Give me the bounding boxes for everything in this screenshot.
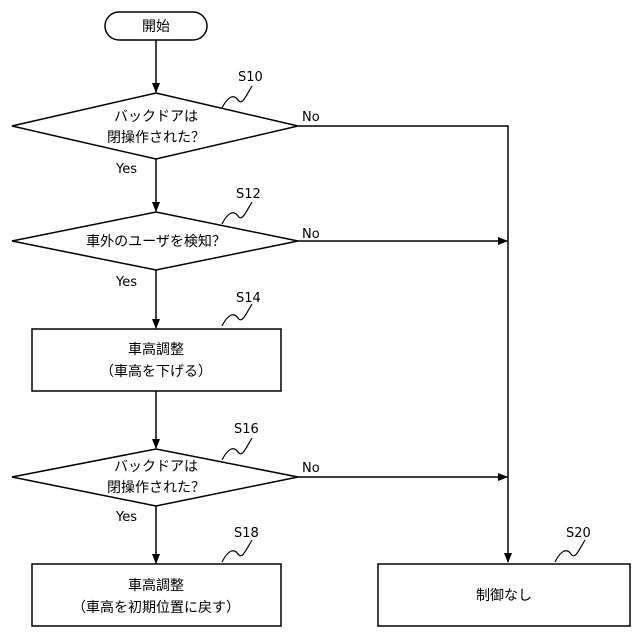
s12-no-label: No: [302, 227, 320, 242]
process-s14-shape: [32, 329, 281, 391]
process-s14-line2: （車高を下げる）: [100, 363, 212, 380]
process-s20: 制御なし S20: [378, 526, 630, 626]
start-terminal: 開始: [105, 12, 207, 40]
step-label-s20: S20: [566, 526, 591, 541]
s18-leader: [222, 540, 252, 562]
decision-s16-line1: バックドアは: [114, 459, 198, 475]
s12-leader: [222, 202, 252, 224]
s10-yes-label: Yes: [115, 162, 137, 177]
decision-s10-line1: バックドアは: [114, 109, 198, 125]
decision-s16-line2: 閉操作された？: [107, 480, 205, 496]
process-s18-line2: （車高を初期位置に戻す）: [72, 599, 240, 616]
process-s18-shape: [32, 564, 281, 626]
step-label-s18: S18: [234, 526, 259, 541]
s14-leader: [222, 304, 252, 326]
s16-no-label: No: [302, 461, 320, 476]
decision-s12-line1: 車外のユーザを検知？: [86, 233, 226, 250]
process-s18-line1: 車高調整: [128, 577, 184, 594]
process-s20-line1: 制御なし: [476, 588, 532, 604]
s16-leader: [222, 438, 252, 460]
s12-yes-label: Yes: [115, 275, 137, 290]
decision-s16: バックドアは 閉操作された？ S16 No Yes: [12, 422, 320, 525]
decision-s10: バックドアは 閉操作された？ S10 No Yes: [12, 70, 320, 177]
step-label-s14: S14: [236, 291, 261, 306]
connector-s10-no-to-s20: [298, 126, 508, 562]
start-label: 開始: [142, 19, 170, 35]
s16-yes-label: Yes: [115, 510, 137, 525]
decision-s10-shape: [12, 93, 298, 159]
step-label-s10: S10: [238, 70, 263, 85]
s10-leader: [222, 86, 252, 108]
decision-s12: 車外のユーザを検知？ S12 No Yes: [12, 187, 320, 290]
s20-leader: [555, 540, 585, 562]
decision-s10-line2: 閉操作された？: [107, 130, 205, 146]
step-label-s12: S12: [236, 187, 261, 202]
decision-s16-shape: [12, 449, 298, 506]
s10-no-label: No: [302, 110, 320, 125]
process-s14-line1: 車高調整: [128, 341, 184, 358]
step-label-s16: S16: [234, 422, 259, 437]
